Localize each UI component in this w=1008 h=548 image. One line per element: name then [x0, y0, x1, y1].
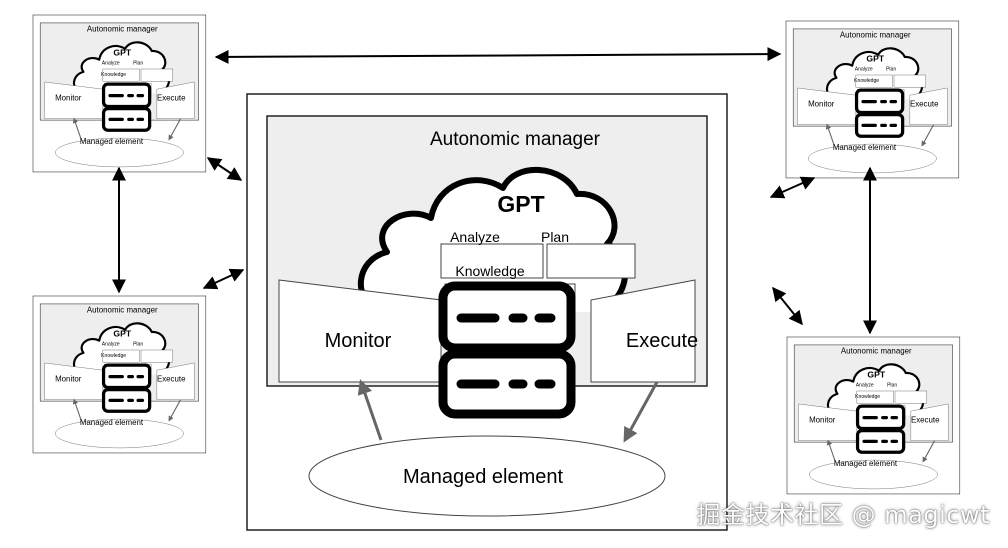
arrow-bottom-right-to-center [772, 286, 803, 326]
tr-manager-title: Autonomic manager [840, 31, 911, 40]
center-knowledge-label: Knowledge [455, 263, 524, 279]
arrow-top-right-to-center [769, 176, 816, 199]
arrow-top-left-to-top-right [214, 47, 782, 64]
tr-plan-label: Plan [886, 67, 896, 73]
bl-plan-label: Plan [133, 342, 143, 348]
tr-gpt-label: GPT [866, 54, 884, 64]
tl-gpt-label: GPT [113, 48, 131, 58]
br-analyze-label: Analyze [856, 383, 874, 389]
bottom-right-unit: Autonomic manager GPT Analyze Plan Knowl… [787, 337, 960, 494]
center-analyze-label: Analyze [450, 229, 500, 245]
center-managed-element-label: Managed element [403, 466, 564, 488]
arrow-bottom-left-to-center [202, 268, 245, 290]
tl-plan-label: Plan [133, 61, 143, 67]
center-execute-label: Execute [626, 330, 698, 352]
tl-execute-label: Execute [157, 94, 186, 103]
br-manager-title: Autonomic manager [841, 347, 912, 356]
center-unit: Autonomic manager GPT Analyze Plan Knowl… [247, 94, 727, 530]
bl-managed-element-label: Managed element [80, 418, 144, 427]
watermark-text: 掘金技术社区 @ magicwt [696, 501, 990, 529]
bl-analyze-label: Analyze [102, 342, 120, 348]
br-execute-label: Execute [911, 416, 940, 425]
center-monitor-label: Monitor [325, 330, 392, 352]
arrow-top-left-to-center [206, 157, 243, 181]
tr-monitor-label: Monitor [808, 100, 835, 109]
br-knowledge-label: Knowledge [855, 394, 880, 400]
bottom-left-unit: Autonomic manager GPT Analyze Plan Knowl… [33, 296, 206, 453]
tr-knowledge-label: Knowledge [854, 78, 879, 84]
bl-monitor-label: Monitor [55, 375, 82, 384]
center-manager-title: Autonomic manager [430, 129, 601, 150]
br-managed-element-label: Managed element [834, 459, 898, 468]
center-gpt-label: GPT [497, 191, 544, 217]
tr-execute-label: Execute [910, 100, 939, 109]
br-gpt-label: GPT [867, 370, 885, 380]
tl-manager-title: Autonomic manager [87, 25, 158, 34]
top-right-unit: Autonomic manager GPT Analyze Plan Knowl… [786, 21, 959, 178]
tl-managed-element-label: Managed element [80, 137, 144, 146]
top-left-unit: Autonomic manager GPT Analyze Plan Knowl… [33, 15, 206, 172]
bl-gpt-label: GPT [113, 329, 131, 339]
bl-execute-label: Execute [157, 375, 186, 384]
center-plan-label: Plan [541, 229, 569, 245]
connector-arrows [112, 47, 877, 335]
tl-knowledge-label: Knowledge [101, 72, 126, 78]
bl-knowledge-label: Knowledge [101, 353, 126, 359]
br-monitor-label: Monitor [809, 416, 836, 425]
tl-monitor-label: Monitor [55, 94, 82, 103]
bl-manager-title: Autonomic manager [87, 306, 158, 315]
br-plan-label: Plan [887, 383, 897, 389]
tr-analyze-label: Analyze [855, 67, 873, 73]
tl-analyze-label: Analyze [102, 61, 120, 67]
tr-managed-element-label: Managed element [833, 143, 897, 152]
